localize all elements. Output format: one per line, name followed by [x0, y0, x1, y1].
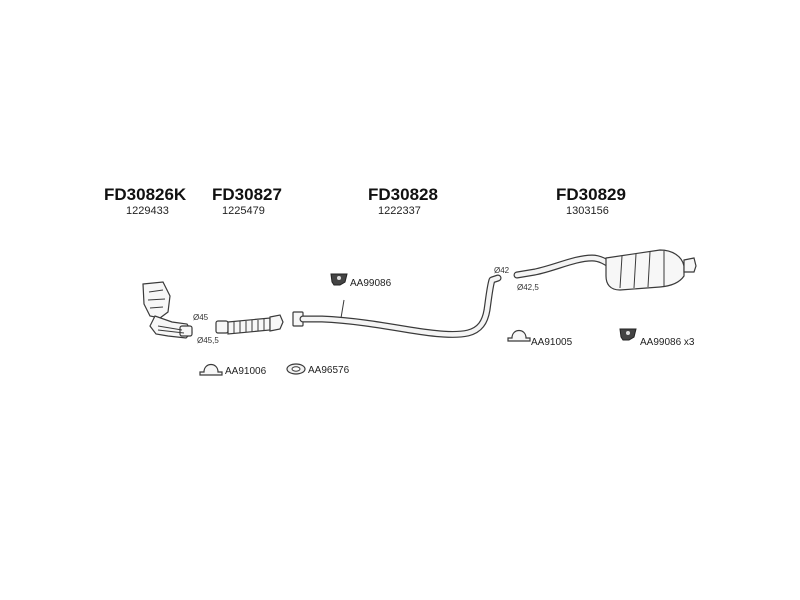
diameter-45-5: Ø45,5 — [197, 336, 219, 345]
accessory-aa99086-x3: AA99086 x3 — [640, 337, 695, 348]
u-bolt-clamp-icon — [199, 363, 223, 376]
part-code-fd30828: FD30828 — [368, 185, 438, 204]
accessory-aa99086: AA99086 — [350, 278, 392, 289]
rear-silencer-drawing — [513, 249, 697, 291]
part-oe-1225479: 1225479 — [222, 205, 265, 217]
diameter-45: Ø45 — [193, 313, 209, 322]
diameter-42-5: Ø42,5 — [517, 283, 539, 292]
flex-pipe-drawing — [215, 314, 284, 335]
part-oe-1229433: 1229433 — [126, 205, 169, 217]
accessory-aa96576: AA96576 — [308, 365, 350, 376]
part-code-fd30829: FD30829 — [556, 185, 626, 204]
accessory-aa91006: AA91006 — [225, 366, 267, 377]
gasket-ring-icon — [286, 363, 306, 375]
catalytic-converter-drawing — [142, 281, 193, 339]
part-code-fd30826k: FD30826K — [104, 185, 187, 204]
middle-pipe-drawing — [292, 274, 502, 338]
rubber-mount-icon — [330, 273, 348, 286]
diameter-42: Ø42 — [494, 266, 510, 275]
part-oe-1303156: 1303156 — [566, 205, 609, 217]
accessory-aa91005: AA91005 — [531, 337, 573, 348]
u-bolt-clamp-icon — [507, 329, 531, 342]
rubber-mount-icon — [619, 328, 637, 341]
part-code-fd30827: FD30827 — [212, 185, 282, 204]
part-oe-1222337: 1222337 — [378, 205, 421, 217]
